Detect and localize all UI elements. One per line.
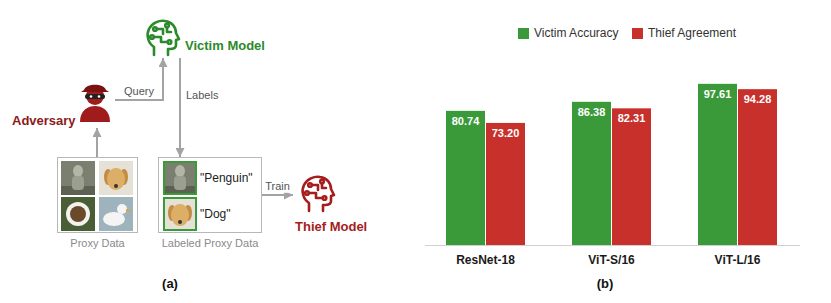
proxy-data-box: Proxy Data xyxy=(57,157,138,255)
chart-baseline xyxy=(425,245,800,246)
box-caption: Labeled Proxy Data xyxy=(162,237,259,250)
edge-label: Train xyxy=(264,180,291,193)
bar-value: 86.38 xyxy=(578,106,606,119)
photo-detail xyxy=(171,204,189,226)
bar-group xyxy=(446,84,777,245)
adversary-eye xyxy=(98,95,101,98)
dog-photo xyxy=(99,161,133,195)
legend-text: Thief Agreement xyxy=(648,26,736,40)
legend-entry: Thief Agreement xyxy=(632,26,736,40)
box-border xyxy=(158,157,262,233)
labeled-proxy-box: "Penguin" "Dog" Labeled Proxy Data xyxy=(158,157,262,255)
legend-entry: Victim Accuracy xyxy=(518,26,618,40)
photo-detail xyxy=(107,168,125,190)
thief-icon xyxy=(303,177,334,211)
photo-detail xyxy=(126,209,132,212)
circuit-dot xyxy=(168,40,172,44)
photo-ground xyxy=(61,161,95,195)
adversary-eye xyxy=(90,95,93,98)
photo-detail xyxy=(117,204,127,214)
adversary-body xyxy=(80,106,110,122)
photo-ground xyxy=(163,161,197,195)
bar xyxy=(446,111,485,245)
circuit-dot xyxy=(320,180,324,184)
node-label: Adversary xyxy=(12,113,76,129)
photo-detail xyxy=(72,176,84,190)
head-outline xyxy=(148,21,179,55)
victim-model: Victim Model xyxy=(145,18,267,58)
photo-ground xyxy=(99,161,133,195)
bar-value: 73.20 xyxy=(492,127,520,140)
edge-label: Labels xyxy=(185,89,219,102)
circuit-dot xyxy=(308,183,312,187)
head-outline xyxy=(303,177,334,211)
node-label: Thief Model xyxy=(295,219,367,235)
legend-text: Victim Accuracy xyxy=(534,26,618,40)
photo-detail xyxy=(73,165,83,177)
photo-ground xyxy=(99,197,133,231)
flow-arrow xyxy=(179,58,181,157)
cup-photo xyxy=(61,197,95,231)
circuit-dot xyxy=(165,24,169,28)
bar xyxy=(486,123,525,245)
victim-icon xyxy=(148,21,179,55)
bar xyxy=(612,108,651,245)
photo-ground xyxy=(163,197,197,231)
circuit-dot xyxy=(150,35,154,39)
circuit-dot xyxy=(153,27,157,31)
bar xyxy=(698,84,737,245)
thief-model: Thief Model xyxy=(293,176,370,238)
photo-detail xyxy=(175,165,185,177)
bar xyxy=(738,89,777,245)
labeled-dog-photo xyxy=(163,197,197,231)
label-border xyxy=(164,198,196,230)
bar-value: 94.28 xyxy=(744,93,772,106)
photo-detail xyxy=(103,212,125,226)
bird-photo xyxy=(99,197,133,231)
class-label: "Penguin" xyxy=(200,171,253,185)
label-border xyxy=(164,162,196,194)
photo-detail xyxy=(178,220,182,224)
photo-detail xyxy=(66,202,90,226)
panel-label: (b) xyxy=(597,276,614,292)
axis-category: ResNet-18 xyxy=(456,253,515,267)
legend-swatch xyxy=(518,28,529,39)
class-label: "Dog" xyxy=(200,207,231,221)
adversary-hat xyxy=(81,85,109,92)
circuit-dot xyxy=(305,191,309,195)
photo-detail xyxy=(114,184,118,188)
flow-arrow xyxy=(262,194,293,196)
panel-label: (a) xyxy=(162,276,178,292)
photo-detail xyxy=(174,176,186,190)
edge-label: Query xyxy=(123,85,155,98)
flow-arrow xyxy=(96,128,98,157)
flow-arrow xyxy=(115,58,163,100)
box-border xyxy=(57,157,138,233)
photo-ground xyxy=(61,197,95,231)
bar-value: 97.61 xyxy=(704,88,732,101)
axis-category: ViT-L/16 xyxy=(715,253,761,267)
labeled-statue-photo xyxy=(163,161,197,195)
bar-value: 80.74 xyxy=(452,115,480,128)
node-label: Victim Model xyxy=(185,38,265,54)
bar xyxy=(572,102,611,245)
photo-detail xyxy=(70,206,86,222)
box-caption: Proxy Data xyxy=(70,237,124,250)
bar-value: 82.31 xyxy=(618,112,646,125)
adversary-icon xyxy=(80,85,110,122)
circuit-dot xyxy=(323,196,327,200)
statue-photo xyxy=(61,161,95,195)
legend-swatch xyxy=(632,28,643,39)
adversary: Adversary xyxy=(10,80,115,128)
adversary-mask xyxy=(85,94,105,99)
axis-category: ViT-S/16 xyxy=(588,253,634,267)
